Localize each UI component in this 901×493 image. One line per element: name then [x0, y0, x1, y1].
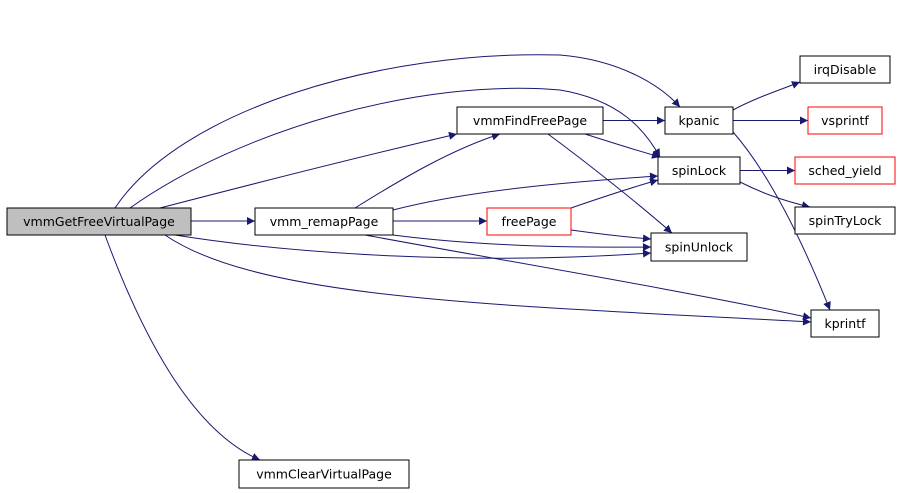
edge-vmm_remapPage-to-spinLock: [392, 172, 659, 211]
edge-vmmGetFreeVirtualPage-to-spinLock: [129, 87, 661, 209]
node-freePage[interactable]: freePage: [486, 207, 572, 236]
node-spinTryLock[interactable]: spinTryLock: [794, 206, 896, 235]
edge-vmm_remapPage-to-vmmFindFreePage: [354, 132, 501, 209]
call-edges: [104, 54, 831, 461]
edge-kpanic-to-kprintf: [732, 131, 831, 311]
node-label: kprintf: [824, 316, 866, 331]
node-label: spinLock: [672, 163, 727, 178]
node-vmm_remapPage[interactable]: vmm_remapPage: [254, 207, 394, 236]
node-spinLock[interactable]: spinLock: [657, 156, 741, 185]
node-sched_yield[interactable]: sched_yield: [794, 156, 896, 185]
edge-freePage-to-spinLock: [570, 178, 659, 209]
node-label: freePage: [502, 214, 557, 229]
edge-vmmGetFreeVirtualPage-to-kprintf: [164, 234, 812, 326]
node-label: kpanic: [678, 113, 719, 128]
node-vmmFindFreePage[interactable]: vmmFindFreePage: [456, 106, 604, 135]
edge-vmm_remapPage-to-spinUnlock: [392, 234, 652, 252]
node-label: vmmFindFreePage: [473, 113, 587, 128]
edge-vmmFindFreePage-to-spinUnlock: [547, 133, 673, 234]
node-label: vmm_remapPage: [270, 214, 379, 229]
edge-vmmGetFreeVirtualPage-to-vmmFindFreePage: [159, 131, 458, 209]
node-vmmClearVirtualPage[interactable]: vmmClearVirtualPage: [238, 459, 410, 489]
node-spinUnlock[interactable]: spinUnlock: [650, 232, 748, 262]
edge-vmmGetFreeVirtualPage-to-vmmClearVirtualPage: [104, 234, 261, 461]
edge-kpanic-to-irqDisable: [732, 81, 801, 111]
node-label: vsprintf: [821, 113, 869, 128]
edge-vmmGetFreeVirtualPage-to-kpanic: [114, 54, 681, 209]
node-label: sched_yield: [808, 163, 881, 178]
node-label: irqDisable: [814, 62, 877, 77]
edge-vmmFindFreePage-to-spinLock: [584, 133, 661, 159]
node-irqDisable[interactable]: irqDisable: [799, 55, 891, 84]
node-label: vmmGetFreeVirtualPage: [23, 214, 175, 229]
node-label: spinTryLock: [809, 213, 882, 228]
node-vsprintf[interactable]: vsprintf: [807, 106, 883, 135]
edge-vmmGetFreeVirtualPage-to-spinUnlock: [174, 234, 652, 259]
node-kpanic[interactable]: kpanic: [664, 106, 734, 135]
edge-vmm_remapPage-to-kprintf: [364, 234, 812, 321]
function-nodes: vmmGetFreeVirtualPage vmm_remapPage vmmF…: [6, 55, 896, 489]
edge-spinLock-to-spinTryLock: [739, 181, 811, 210]
node-vmmGetFreeVirtualPage[interactable]: vmmGetFreeVirtualPage: [6, 207, 192, 236]
node-label: spinUnlock: [665, 240, 734, 255]
edge-freePage-to-spinUnlock: [570, 229, 652, 243]
node-label: vmmClearVirtualPage: [256, 467, 392, 482]
node-kprintf[interactable]: kprintf: [810, 309, 880, 338]
